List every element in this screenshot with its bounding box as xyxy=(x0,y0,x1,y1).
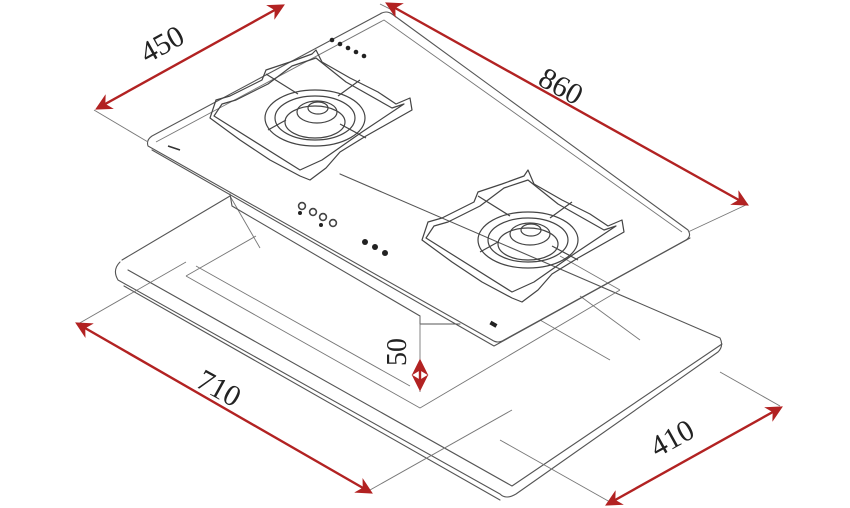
dim-line-860 xyxy=(385,2,749,206)
dim-line-410 xyxy=(605,406,783,506)
indicator-dots xyxy=(362,239,388,256)
left-burner xyxy=(209,49,413,181)
rear-knob-row xyxy=(329,37,367,59)
hob xyxy=(93,3,749,392)
dim-label-build-in-height: 50 xyxy=(382,338,413,366)
right-burner xyxy=(421,169,625,303)
dimension-lines xyxy=(75,2,783,506)
dim-line-450 xyxy=(95,4,285,110)
dim-line-710 xyxy=(75,322,373,494)
control-knob-cluster xyxy=(297,201,338,228)
